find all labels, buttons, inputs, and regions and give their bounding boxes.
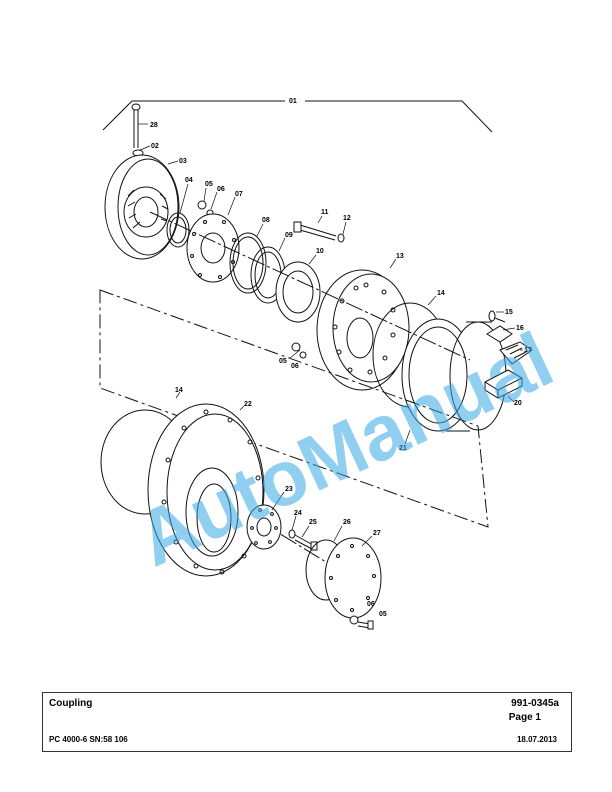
- part-21-drum: [401, 318, 507, 432]
- label-06b: 06: [291, 363, 299, 370]
- label-01: 01: [289, 98, 297, 105]
- label-17: 17: [524, 347, 532, 354]
- assembly-bracket-01: [102, 100, 493, 133]
- part-13-drum-plate: [316, 269, 410, 391]
- part-22-housing: [147, 403, 265, 577]
- label-05a: 05: [205, 181, 213, 188]
- label-23: 23: [285, 486, 293, 493]
- label-20: 20: [514, 400, 522, 407]
- label-21: 21: [399, 445, 407, 452]
- model-serial: PC 4000-6 SN:58 106: [49, 735, 128, 744]
- label-12: 12: [343, 215, 351, 222]
- label-14a: 14: [437, 290, 445, 297]
- label-06c: 06: [367, 601, 375, 608]
- label-02: 02: [151, 143, 159, 150]
- label-22: 22: [244, 401, 252, 408]
- label-27: 27: [373, 530, 381, 537]
- part-16-wedge: [486, 325, 513, 343]
- label-26: 26: [343, 519, 351, 526]
- label-05b: 05: [279, 358, 287, 365]
- document-date: 18.07.2013: [516, 735, 557, 744]
- label-04: 04: [185, 177, 193, 184]
- part-12-washer: [337, 233, 345, 243]
- title-block: Coupling 991-0345a Page 1 PC 4000-6 SN:5…: [42, 692, 572, 752]
- part-05-bolt-middle: [291, 342, 307, 359]
- label-15: 15: [505, 309, 513, 316]
- part-17-block: [499, 341, 533, 365]
- label-06a: 06: [217, 186, 225, 193]
- part-05-bolt-lower: [349, 615, 374, 630]
- label-03: 03: [179, 158, 187, 165]
- label-24: 24: [294, 510, 302, 517]
- part-28-stud: [131, 103, 141, 148]
- centerline: [149, 211, 471, 361]
- part-20-block: [484, 369, 523, 399]
- dashed-plane: [99, 289, 489, 528]
- label-11: 11: [321, 209, 329, 216]
- page-number: Page 1: [508, 712, 541, 723]
- label-16: 16: [516, 325, 524, 332]
- part-11-bolt: [293, 221, 337, 241]
- document-number: 991-0345a: [511, 698, 559, 709]
- part-10-bearing-ring: [275, 261, 321, 323]
- part-08-o-ring: [229, 232, 267, 294]
- label-09: 09: [285, 232, 293, 239]
- label-13: 13: [396, 253, 404, 260]
- label-10: 10: [316, 248, 324, 255]
- label-28: 28: [150, 122, 158, 129]
- part-15-pin: [488, 310, 506, 323]
- part-23-disc: [246, 504, 282, 550]
- label-08: 08: [262, 217, 270, 224]
- label-14b: 14: [175, 387, 183, 394]
- part-07-flange-plate: [186, 213, 240, 283]
- label-05c: 05: [379, 611, 387, 618]
- drawing-title: Coupling: [49, 698, 93, 709]
- part-03-hub: [104, 154, 180, 260]
- label-07: 07: [235, 191, 243, 198]
- label-25: 25: [309, 519, 317, 526]
